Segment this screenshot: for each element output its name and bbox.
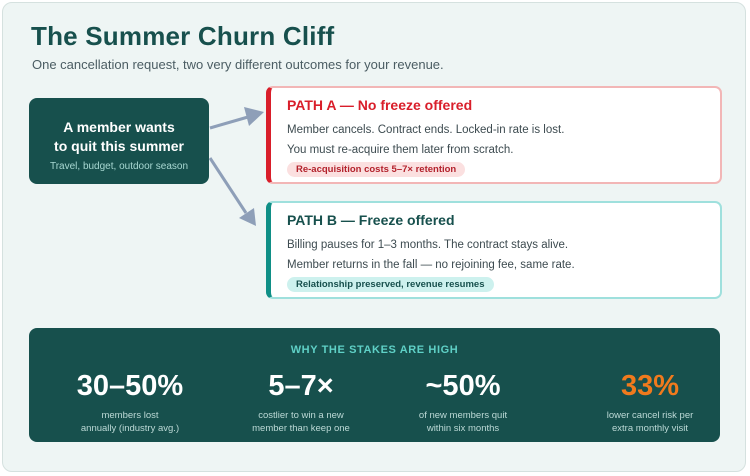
path-b-title: PATH B — Freeze offered [287, 212, 455, 228]
page-subtitle: One cancellation request, two very diffe… [32, 57, 444, 72]
stat-acquisition-cost: 5–7× costlier to win a new member than k… [216, 368, 386, 435]
stat-value: ~50% [425, 370, 501, 402]
stat-description: of new members quit within six months [378, 409, 548, 435]
origin-line-1: A member wants [63, 119, 175, 135]
path-a-line-2: You must re-acquire them later from scra… [287, 144, 514, 156]
origin-line-2: to quit this summer [54, 138, 184, 154]
stakes-title: WHY THE STAKES ARE HIGH [290, 344, 459, 356]
stat-desc-line: member than keep one [252, 423, 350, 434]
stat-description: members lost annually (industry avg.) [45, 409, 215, 435]
origin-node: A member wants to quit this summer Trave… [29, 98, 209, 184]
stat-desc-line: of new members quit [418, 410, 508, 421]
path-a-tag: Re-acquisition costs 5–7× retention [287, 162, 466, 177]
origin-note: Travel, budget, outdoor season [49, 161, 189, 172]
path-b-line-1: Billing pauses for 1–3 months. The contr… [287, 239, 569, 251]
page-title: The Summer Churn Cliff [31, 21, 335, 51]
stat-desc-line: extra monthly visit [611, 423, 689, 434]
stakes-panel: WHY THE STAKES ARE HIGH 30–50% members l… [29, 328, 720, 442]
stat-desc-line: lower cancel risk per [606, 410, 694, 421]
path-a-card: PATH A — No freeze offered Member cancel… [266, 86, 722, 184]
path-a-line-1: Member cancels. Contract ends. Locked-in… [287, 124, 565, 136]
stat-cancel-risk: 33% lower cancel risk per extra monthly … [565, 368, 735, 435]
stat-new-member-quit: ~50% of new members quit within six mont… [378, 368, 548, 435]
stat-desc-line: costlier to win a new [258, 410, 344, 421]
stat-description: costlier to win a new member than keep o… [216, 409, 386, 435]
stat-desc-line: members lost [101, 410, 159, 421]
path-b-card: PATH B — Freeze offered Billing pauses f… [266, 201, 722, 299]
stat-description: lower cancel risk per extra monthly visi… [565, 409, 735, 435]
stat-value: 30–50% [76, 370, 184, 402]
stat-desc-line: annually (industry avg.) [80, 423, 180, 434]
path-b-tag: Relationship preserved, revenue resumes [287, 277, 494, 292]
stat-desc-line: within six months [426, 423, 500, 434]
stat-value: 5–7× [268, 370, 334, 402]
stat-value: 33% [620, 370, 680, 402]
stat-members-lost: 30–50% members lost annually (industry a… [45, 368, 215, 435]
path-b-line-2: Member returns in the fall — no rejoinin… [287, 259, 575, 271]
path-a-title: PATH A — No freeze offered [287, 97, 473, 113]
